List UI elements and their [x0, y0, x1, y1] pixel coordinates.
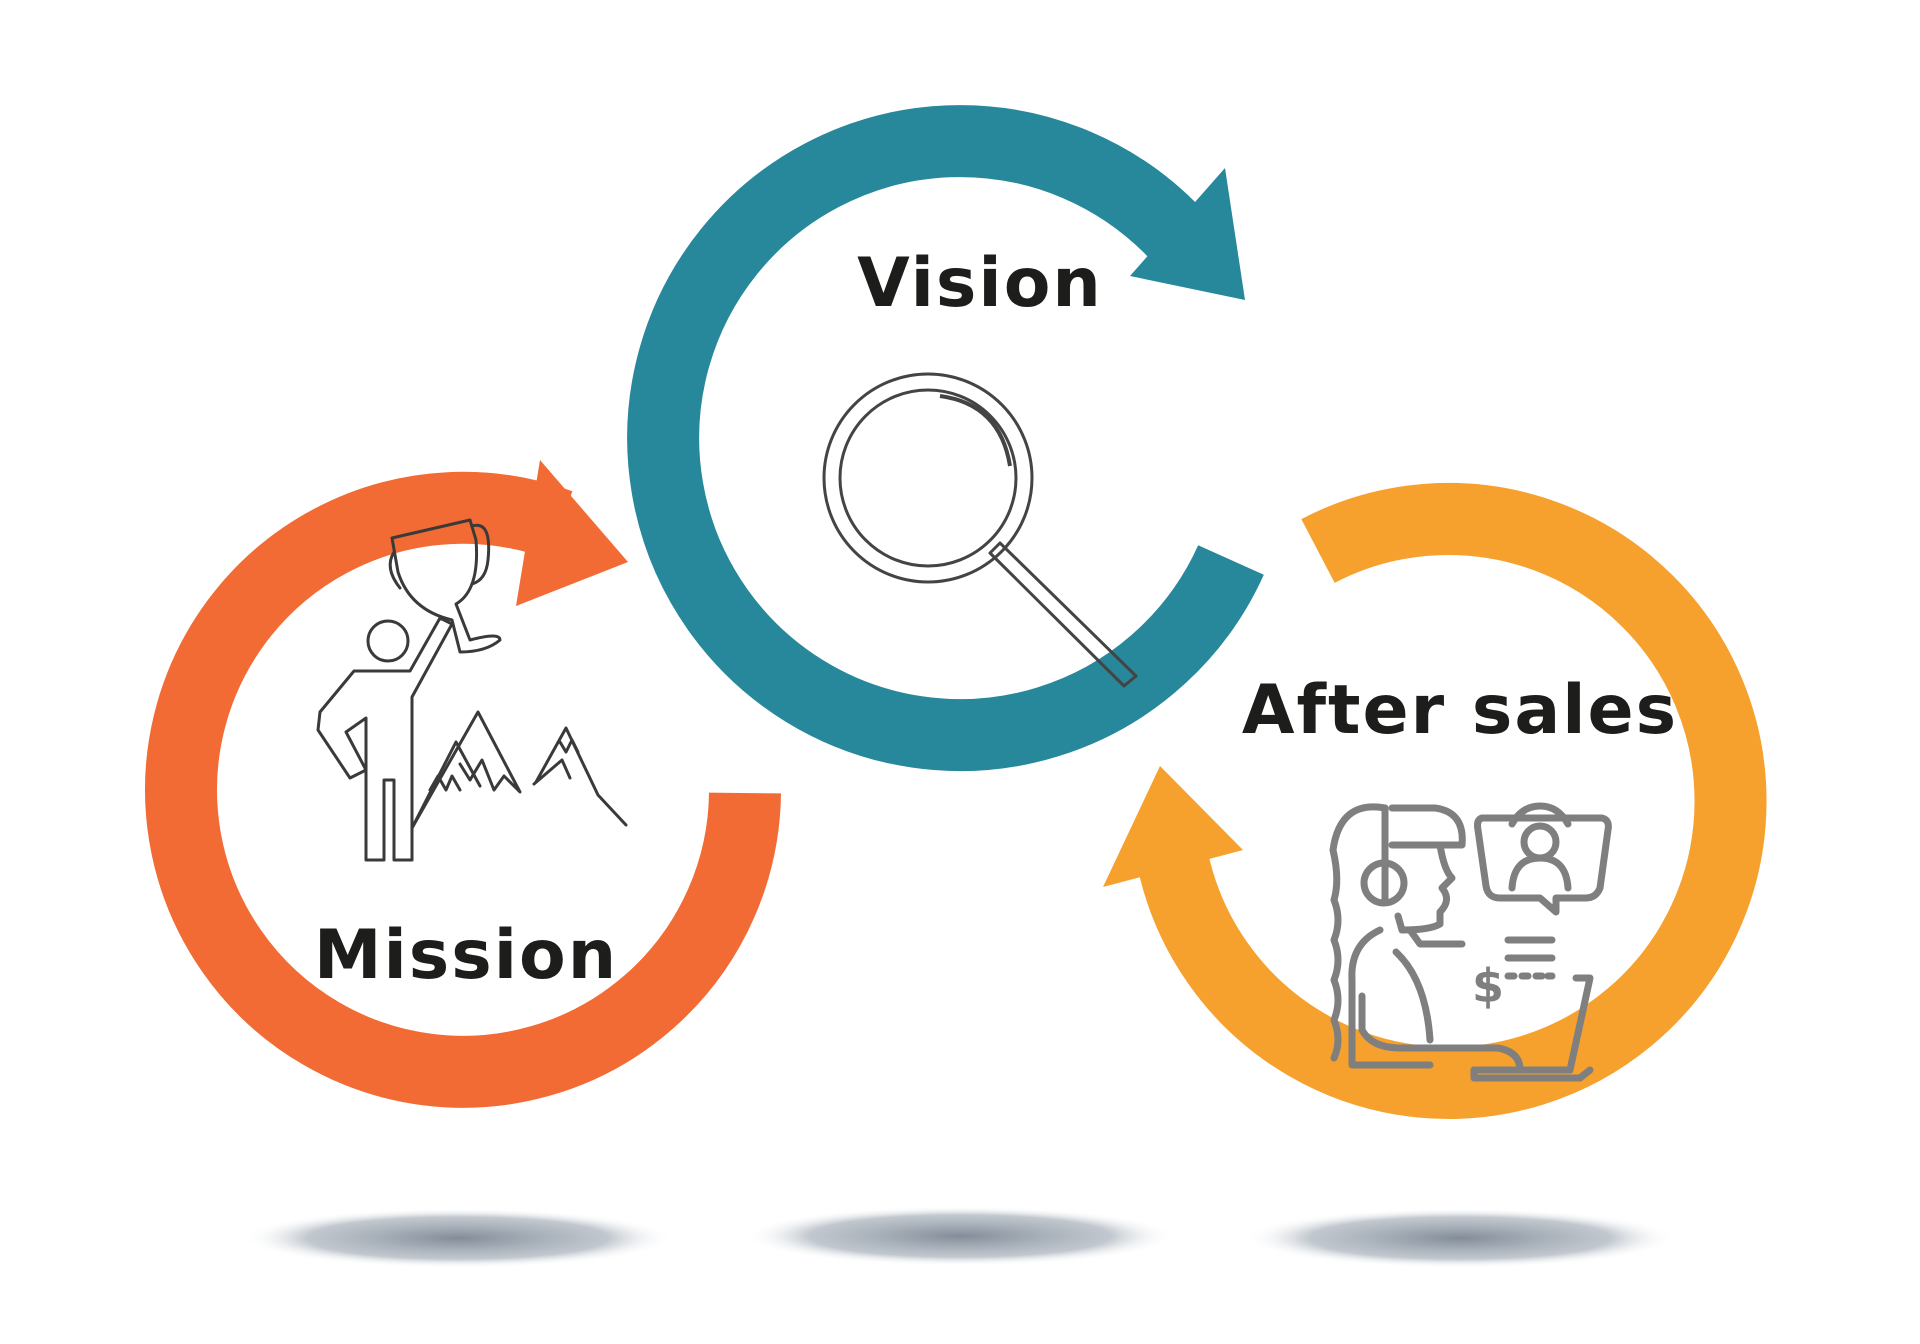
vision-label: Vision: [857, 244, 1103, 323]
dollar-glyph: $: [1472, 959, 1504, 1013]
after-sales-shadow: [1245, 1208, 1675, 1268]
after-sales-cycle: After sales $: [1103, 482, 1767, 1119]
mission-cycle: Mission: [145, 460, 781, 1108]
customer-support-icon: $: [1329, 802, 1612, 1082]
vision-cycle: Vision: [627, 105, 1264, 772]
mission-shadow: [243, 1208, 673, 1268]
mission-arrow-head: [516, 460, 628, 606]
magnifier-icon: [822, 372, 1138, 688]
after-sales-arrow-head: [1103, 766, 1243, 887]
vision-shadow: [745, 1206, 1175, 1266]
mission-label: Mission: [314, 916, 618, 995]
mission-arrow-ring: [145, 471, 781, 1108]
vision-arrow-ring: [627, 105, 1264, 772]
trophy-climber-icon: [316, 518, 628, 862]
after-sales-label: After sales: [1242, 671, 1678, 750]
after-sales-arrow-ring: [1137, 482, 1767, 1119]
vision-arrow-head: [1130, 168, 1245, 300]
